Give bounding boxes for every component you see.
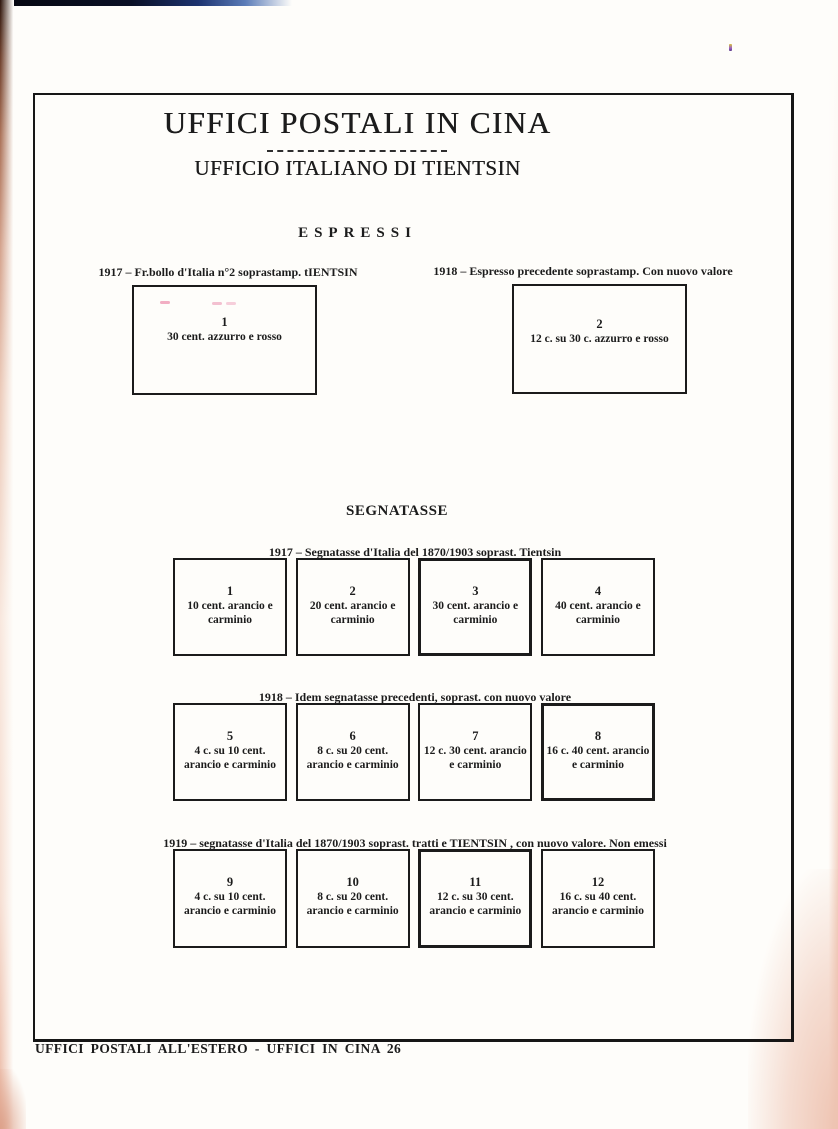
stamp-number: 12	[591, 875, 605, 889]
page-footer: UFFICI POSTALI ALL'ESTERO - UFFICI IN CI…	[35, 1041, 402, 1056]
group-caption-1917-segnatasse: 1917 – Segnatasse d'Italia del 1870/1903…	[268, 545, 562, 559]
stamp-number: 1	[221, 314, 228, 329]
stamp-description: carminio	[575, 613, 620, 626]
stamp-description: 20 cent. arancio e	[309, 599, 396, 612]
stamp-description: 4 c. su 10 cent.	[194, 744, 266, 757]
stamp-number: 3	[472, 583, 479, 598]
title-divider	[267, 150, 447, 152]
stamp-number: 6	[349, 728, 356, 743]
scan-edge-left	[0, 0, 14, 1129]
group-caption-1918-segnatasse: 1918 – Idem segnatasse precedenti, sopra…	[258, 690, 572, 704]
stamp-box-8: 8 16 c. 40 cent. arancio e carminio	[540, 703, 655, 801]
stamp-box-12: 12 16 c. su 40 cent. arancio e carminio	[540, 849, 655, 948]
stamp-description: 12 c. su 30 cent.	[436, 891, 514, 903]
stamp-description: arancio e carminio	[306, 758, 399, 771]
stamp-description: e carminio	[571, 758, 624, 771]
stamp-description: 12 c. 30 cent. arancio	[423, 744, 527, 757]
stamp-number: 2	[349, 583, 356, 598]
stamp-description: 16 c. 40 cent. arancio	[546, 744, 650, 757]
section-heading-espressi: ESPRESSI	[298, 225, 417, 241]
stamp-box-6: 6 8 c. su 20 cent. arancio e carminio	[295, 703, 410, 801]
page-title: UFFICI POSTALI IN CINA	[163, 105, 552, 140]
stamp-description: carminio	[330, 613, 375, 626]
stamp-description: arancio e carminio	[429, 905, 522, 917]
stamp-description: arancio e carminio	[184, 905, 276, 917]
stamp-row-1917: 1 10 cent. arancio e carminio 2 20 cent.…	[173, 558, 655, 656]
stamp-description: 10 cent. arancio e	[187, 599, 273, 612]
stamp-description: 8 c. su 20 cent.	[317, 891, 389, 903]
page-subtitle: UFFICIO ITALIANO DI TIENTSIN	[194, 156, 521, 180]
stamp-row-1918: 5 4 c. su 10 cent. arancio e carminio 6 …	[173, 703, 655, 801]
stamp-box-1: 1 30 cent. azzurro e rosso	[132, 285, 317, 395]
stamp-description: arancio e carminio	[551, 905, 644, 917]
stamp-number: 10	[346, 875, 359, 889]
stamp-description: carminio	[453, 613, 498, 626]
stamp-number: 5	[226, 728, 234, 743]
stamp-description: 30 cent. azzurro e rosso	[167, 330, 282, 343]
stamp-number: 7	[472, 728, 479, 743]
scan-shadow-bottom-left	[0, 1069, 26, 1129]
stamp-description: 8 c. su 20 cent.	[317, 744, 389, 757]
section-heading-segnatasse: SEGNATASSE	[346, 503, 448, 519]
stamp-box-2: 2 20 cent. arancio e carminio	[295, 558, 410, 656]
page-frame: UFFICI POSTALI IN CINA UFFICIO ITALIANO …	[33, 93, 794, 1042]
stamp-box-10: 10 8 c. su 20 cent. arancio e carminio	[295, 849, 410, 948]
stamp-description: 4 c. su 10 cent.	[194, 891, 266, 903]
stamp-description: carminio	[207, 613, 253, 626]
scan-speck	[729, 44, 732, 51]
stamp-box-2: 2 12 c. su 30 c. azzurro e rosso	[512, 284, 687, 394]
stamp-box-9: 9 4 c. su 10 cent. arancio e carminio	[173, 849, 287, 948]
stamp-box-4: 4 40 cent. arancio e carminio	[540, 558, 655, 656]
stamp-number: 11	[469, 875, 482, 889]
stamp-description: e carminio	[449, 758, 502, 771]
stamp-box-7: 7 12 c. 30 cent. arancio e carminio	[418, 703, 533, 801]
stamp-number: 8	[594, 728, 602, 743]
group-caption-1919-segnatasse: 1919 – segnatasse d'Italia del 1870/1903…	[163, 836, 667, 850]
stamp-box-1: 1 10 cent. arancio e carminio	[173, 558, 287, 656]
stamp-description: 40 cent. arancio e	[555, 599, 641, 612]
stamp-box-5: 5 4 c. su 10 cent. arancio e carminio	[173, 703, 287, 801]
stamp-description: arancio e carminio	[184, 758, 276, 771]
group-caption-1918-espressi: 1918 – Espresso precedente soprastamp. C…	[433, 264, 733, 278]
stamp-description: 30 cent. arancio e	[432, 599, 519, 612]
stamp-description: 12 c. su 30 c. azzurro e rosso	[530, 332, 669, 345]
stamp-box-3: 3 30 cent. arancio e carminio	[418, 558, 533, 656]
scan-edge-top	[0, 0, 292, 6]
stamp-row-1919: 9 4 c. su 10 cent. arancio e carminio 10…	[173, 849, 655, 948]
stamp-description: 16 c. su 40 cent.	[559, 891, 637, 903]
stamp-number: 9	[226, 875, 234, 889]
scan-artifact-pink-marks	[160, 301, 170, 304]
stamp-number: 2	[596, 316, 603, 331]
stamp-number: 1	[226, 583, 234, 598]
stamp-number: 4	[594, 583, 602, 598]
stamp-description: arancio e carminio	[306, 905, 399, 917]
stamp-box-11: 11 12 c. su 30 cent. arancio e carminio	[418, 849, 533, 948]
scan-edge-right	[828, 0, 838, 1129]
group-caption-1917-espressi: 1917 – Fr.bollo d'Italia n°2 soprastamp.…	[98, 265, 358, 279]
